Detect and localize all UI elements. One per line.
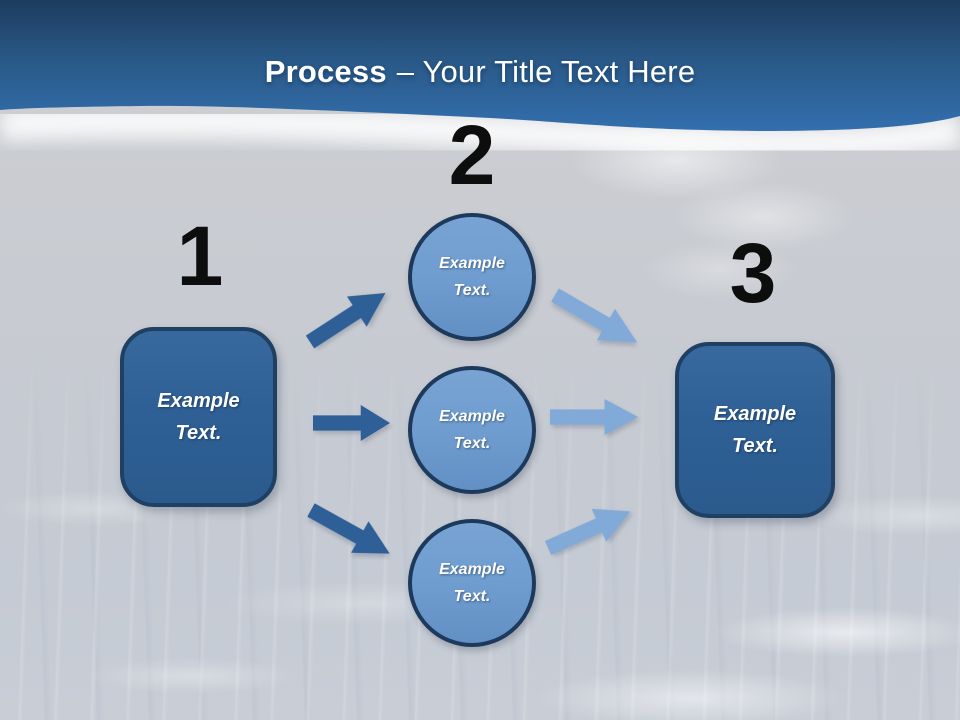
arrow-step1-to-top-circle-icon — [300, 277, 396, 358]
process-step2-circle-top: Example Text. — [408, 213, 536, 341]
arrow-top-circle-to-step3-icon — [546, 279, 647, 359]
arrow-bottom-circle-to-step3-icon — [540, 494, 638, 565]
slide-title: Process – Your Title Text Here — [0, 54, 960, 90]
step-number-3: 3 — [729, 226, 777, 320]
step2-circle-bottom-label: Example Text. — [439, 560, 505, 605]
arrow-step1-to-middle-circle-icon — [313, 404, 390, 442]
arrow-middle-circle-to-step3-icon — [550, 398, 638, 436]
header-wave-band — [0, 0, 960, 161]
process-step2-circle-middle: Example Text. — [408, 366, 536, 494]
step-number-1: 1 — [176, 209, 224, 303]
arrow-step1-to-bottom-circle-icon — [302, 493, 399, 570]
step2-circle-middle-label: Example Text. — [439, 407, 505, 452]
slide-title-keyword: Process — [264, 54, 387, 89]
step1-box-label: Example Text. — [157, 390, 240, 444]
step-number-2: 2 — [448, 108, 496, 202]
process-step1-box: Example Text. — [120, 327, 277, 507]
process-step3-box: Example Text. — [675, 342, 835, 518]
process-step2-circle-bottom: Example Text. — [408, 519, 536, 647]
step3-box-label: Example Text. — [713, 403, 797, 457]
step2-circle-top-label: Example Text. — [439, 254, 505, 299]
slide-title-subtitle: – Your Title Text Here — [396, 54, 696, 89]
